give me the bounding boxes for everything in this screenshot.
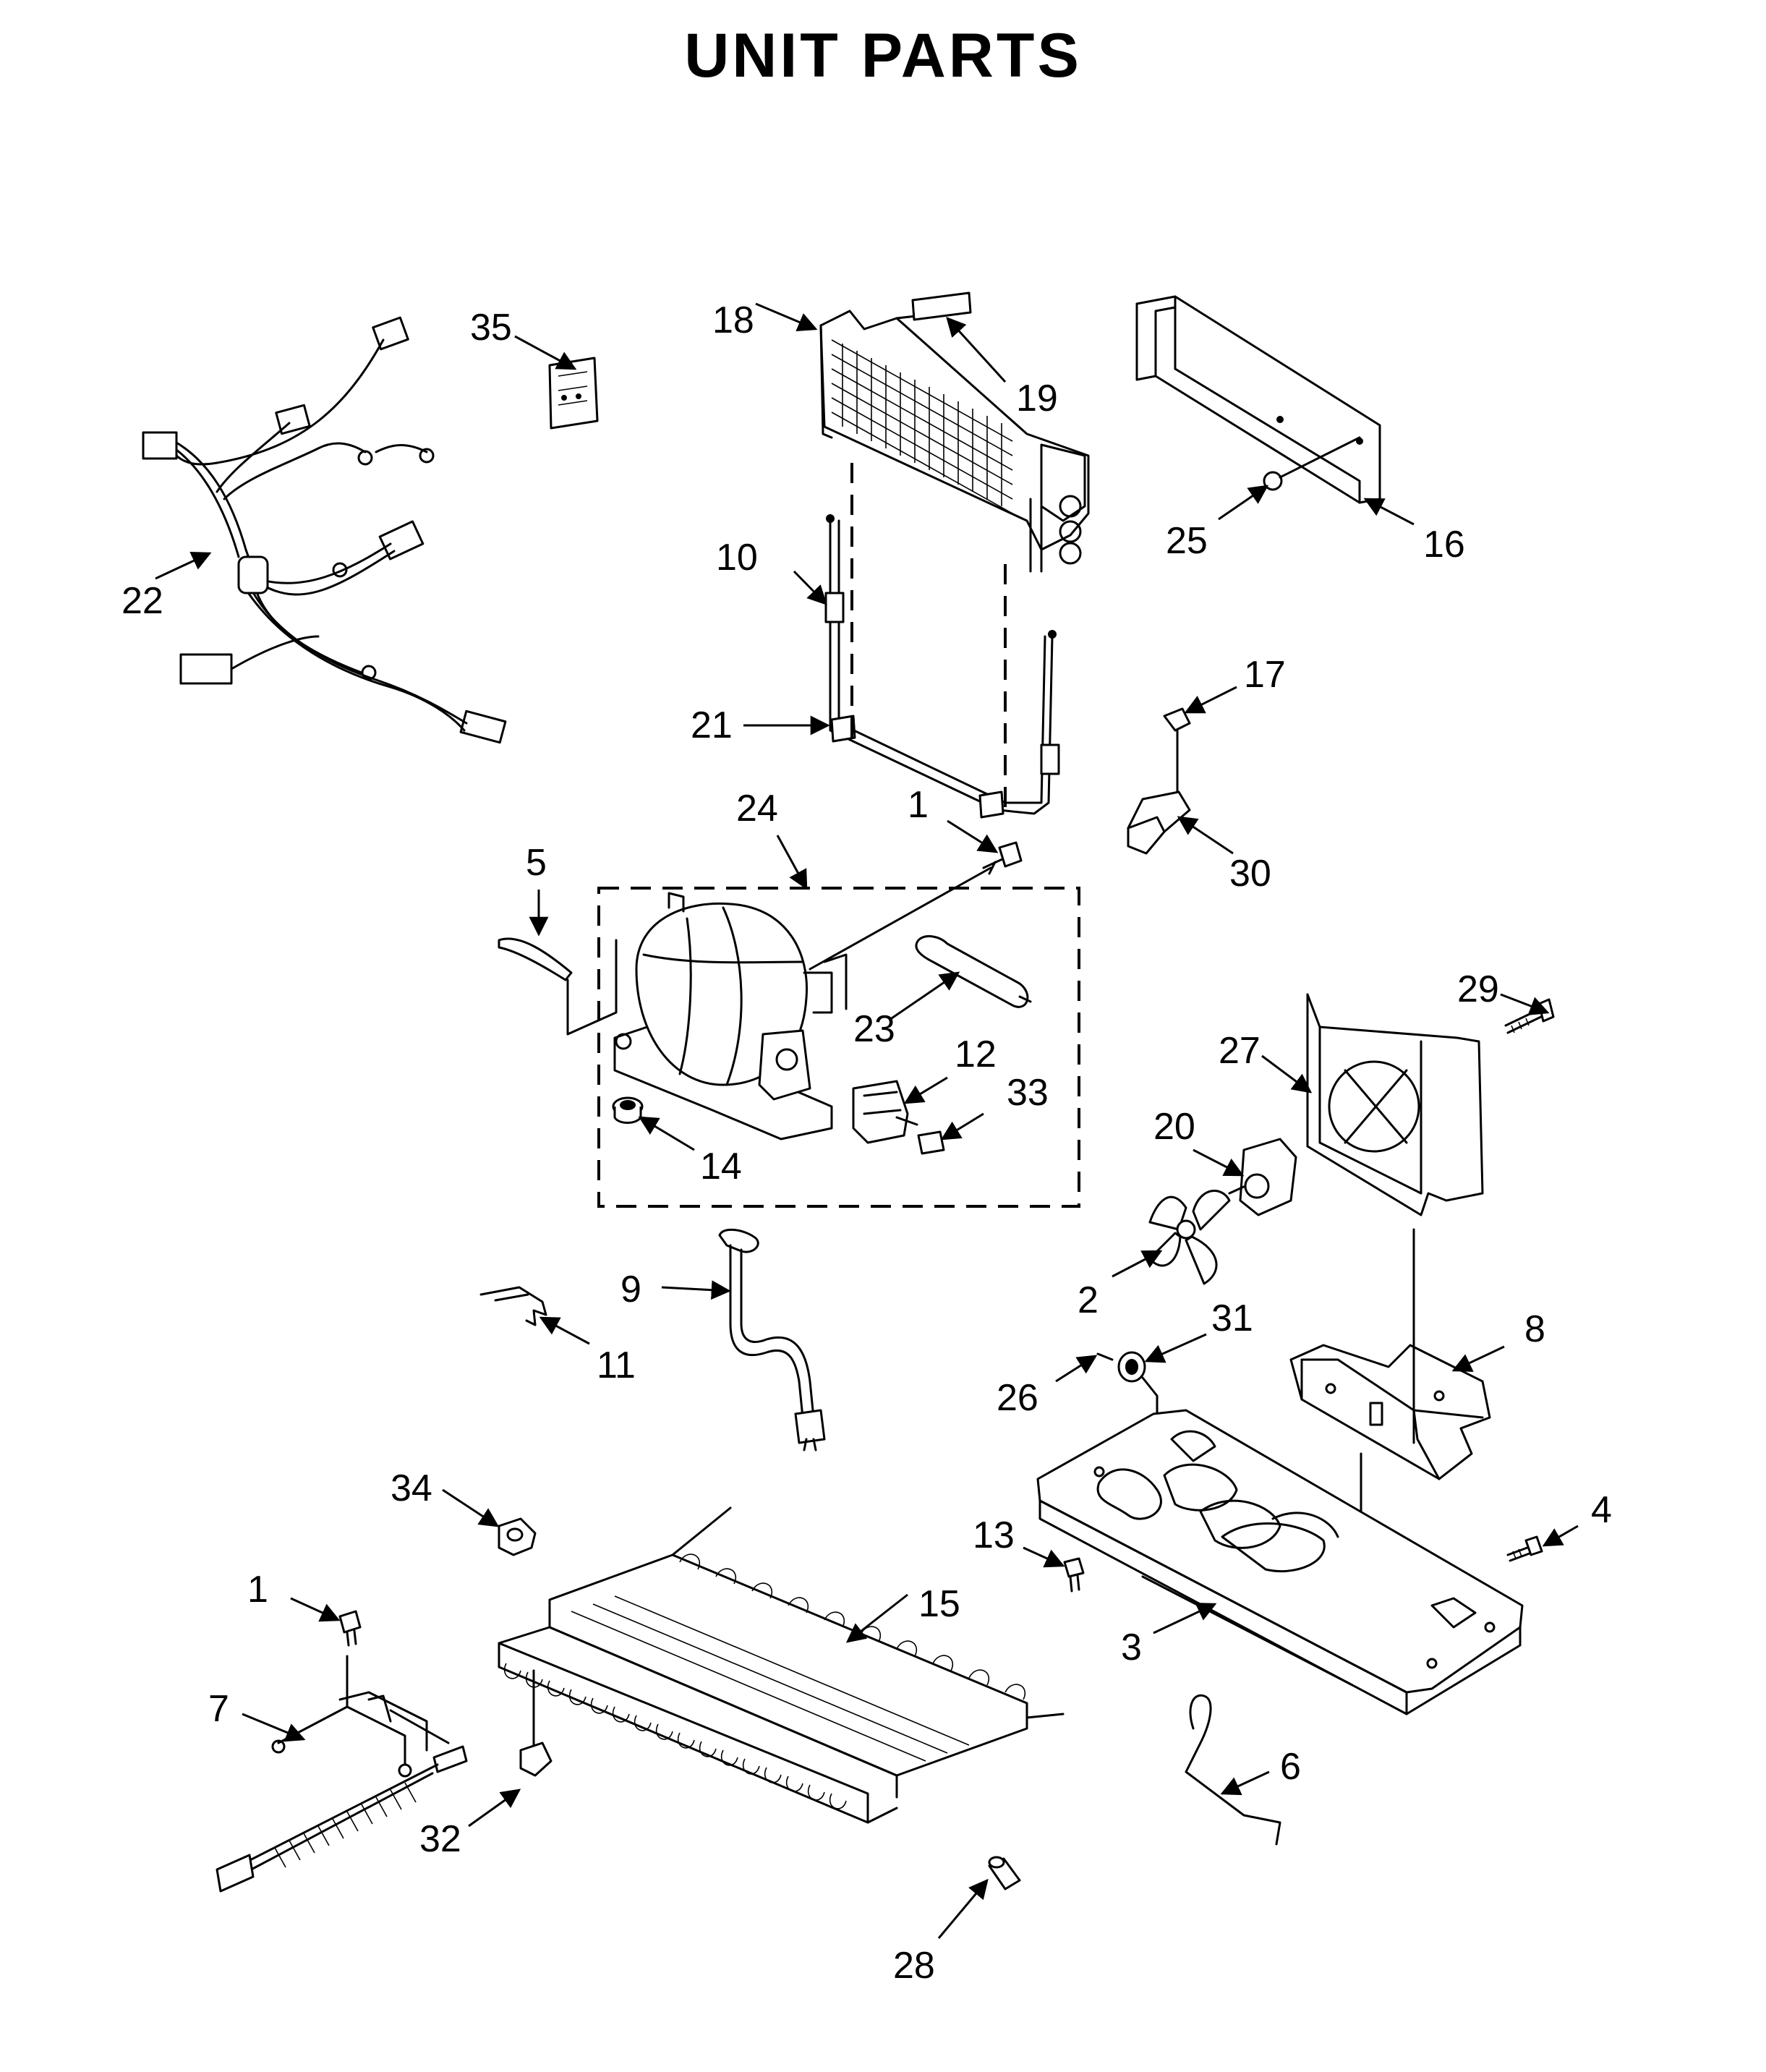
- callout-21: 21: [691, 704, 733, 746]
- compressor-kit-wire: [809, 866, 992, 971]
- part-mounting-bracket: [1127, 707, 1191, 855]
- callout-12: 12: [955, 1033, 997, 1075]
- part-cover: [1289, 1344, 1491, 1480]
- callout-15: 15: [918, 1583, 960, 1625]
- callout-20: 20: [1153, 1106, 1195, 1148]
- part-defrost-heater: [824, 514, 1060, 819]
- part-control-board: [548, 357, 599, 430]
- part-fan-motor: [1228, 1138, 1297, 1216]
- page-title: UNIT PARTS: [684, 21, 1082, 90]
- part-clip-11: [479, 1286, 547, 1326]
- part-condenser: [498, 1506, 1065, 1824]
- callout-1a: 1: [908, 784, 929, 826]
- part-evaporator: [819, 299, 1090, 573]
- part-screw-upper: [982, 841, 1023, 875]
- callout-17: 17: [1244, 654, 1286, 696]
- callout-26: 26: [997, 1377, 1038, 1419]
- callout-30: 30: [1229, 853, 1271, 895]
- callout-1b: 1: [247, 1569, 268, 1611]
- leader-lines: [155, 302, 1579, 1939]
- part-screw-4: [1506, 1535, 1543, 1562]
- part-cap-28: [988, 1856, 1021, 1890]
- callout-18: 18: [712, 299, 754, 341]
- callout-10: 10: [716, 537, 758, 579]
- callout-5: 5: [526, 842, 547, 884]
- callout-8: 8: [1524, 1308, 1545, 1350]
- callout-23: 23: [853, 1008, 895, 1050]
- part-strap: [498, 937, 618, 1036]
- callout-9: 9: [620, 1269, 641, 1310]
- part-wiring-harness: [142, 316, 507, 744]
- callout-34: 34: [391, 1467, 432, 1509]
- callout-2: 2: [1078, 1279, 1099, 1321]
- part-compressor-harness: [216, 1655, 468, 1893]
- callout-32: 32: [419, 1818, 461, 1860]
- callout-11: 11: [597, 1344, 636, 1386]
- callout-24: 24: [736, 788, 778, 830]
- callout-labels: 35 18 19 16 25 10 21 22 17 30 1 24 5 23 …: [121, 299, 1612, 1987]
- part-base-tray: [1036, 1409, 1524, 1715]
- part-clip-32: [519, 1669, 553, 1777]
- callout-3: 3: [1121, 1627, 1142, 1668]
- callout-31: 31: [1211, 1297, 1253, 1339]
- part-screw-13: [1063, 1557, 1085, 1593]
- callout-28: 28: [893, 1945, 935, 1987]
- part-drier: [915, 935, 1032, 1008]
- part-pin: [1096, 1352, 1114, 1361]
- callout-16: 16: [1423, 524, 1465, 566]
- part-evaporator-pad: [911, 291, 972, 321]
- part-drain-tube: [718, 1228, 826, 1451]
- part-wire-6: [1185, 1694, 1281, 1846]
- compressor-kit-group: [597, 887, 1080, 1208]
- part-overload-cap: [917, 1130, 945, 1155]
- part-clip-34: [498, 1517, 537, 1556]
- callout-19: 19: [1016, 378, 1058, 419]
- callout-29: 29: [1457, 968, 1499, 1010]
- callout-35: 35: [470, 307, 512, 349]
- part-screw-lower: [338, 1610, 362, 1647]
- callout-25: 25: [1166, 520, 1208, 562]
- part-fan-blade: [1148, 1190, 1231, 1285]
- part-start-relay: [852, 1080, 918, 1144]
- callout-33: 33: [1007, 1072, 1049, 1114]
- part-grommet: [612, 1096, 644, 1124]
- callout-6: 6: [1280, 1746, 1301, 1788]
- part-compressor: [613, 892, 848, 1141]
- part-fan-shroud: [1306, 993, 1484, 1216]
- callout-13: 13: [973, 1514, 1015, 1556]
- callout-22: 22: [121, 580, 163, 622]
- callout-27: 27: [1219, 1030, 1260, 1072]
- callout-4: 4: [1591, 1489, 1612, 1531]
- callout-7: 7: [208, 1688, 229, 1730]
- part-back-panel: [1135, 295, 1381, 504]
- callout-14: 14: [700, 1146, 742, 1188]
